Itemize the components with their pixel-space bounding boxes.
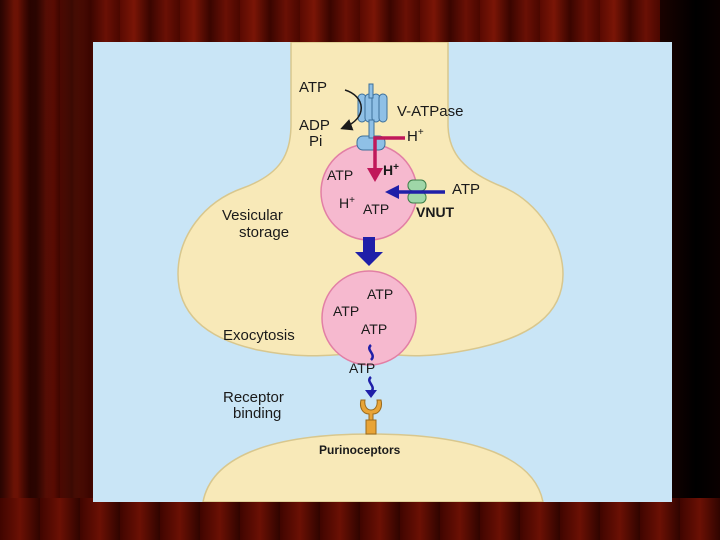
atp-released-label: ATP xyxy=(349,360,375,376)
atp-vnut-label: ATP xyxy=(452,181,480,198)
exocytosis-label: Exocytosis xyxy=(223,327,295,344)
v-atpase-label: V-ATPase xyxy=(397,103,463,120)
v-atpase-pump xyxy=(356,83,388,151)
pi-label: Pi xyxy=(309,133,322,150)
h-plus-arrow xyxy=(373,136,405,172)
atp-vesicle2-top-label: ATP xyxy=(367,286,393,302)
adp-label: ADP xyxy=(299,117,330,134)
curtain-bottom xyxy=(0,498,720,540)
purinoceptor-icon xyxy=(360,399,382,425)
atp-top-label: ATP xyxy=(299,79,327,96)
atp-release-diagram: ATP ADP Pi V-ATPase H+ H+ ATP H+ ATP ATP… xyxy=(177,42,564,502)
atp-vesicle2-left-label: ATP xyxy=(333,303,359,319)
h-plus-inside-label: H+ xyxy=(383,162,399,178)
atp-vesicle2-bottom-label: ATP xyxy=(361,321,387,337)
atp-vesicle1-bottom-label: ATP xyxy=(363,201,389,217)
h-plus-left-label: H+ xyxy=(339,195,355,211)
binding-squiggle xyxy=(368,376,374,393)
purinoceptor-stem xyxy=(365,419,377,435)
atp-vesicle1-left-label: ATP xyxy=(327,167,353,183)
translocation-arrow xyxy=(355,237,383,266)
vnut-transporter xyxy=(407,179,427,204)
release-squiggle xyxy=(368,344,374,361)
atp-hydrolysis-arrow xyxy=(340,89,362,131)
purinoceptors-label: Purinoceptors xyxy=(319,443,401,457)
receptor-binding-label-line1: Receptor xyxy=(223,389,284,406)
slide: ATP ADP Pi V-ATPase H+ H+ ATP H+ ATP ATP… xyxy=(93,42,672,502)
vnut-atp-arrowhead xyxy=(385,185,399,199)
binding-arrowhead xyxy=(365,390,377,398)
exocytosis-vesicle xyxy=(321,270,417,366)
vnut-label: VNUT xyxy=(416,204,455,220)
vesicular-storage-label-line1: Vesicular xyxy=(222,207,283,224)
h-plus-arrowhead xyxy=(367,168,383,182)
receptor-binding-label-line2: binding xyxy=(233,405,281,422)
h-plus-top-label: H+ xyxy=(407,127,424,145)
vesicular-storage-label-line2: storage xyxy=(239,224,289,241)
